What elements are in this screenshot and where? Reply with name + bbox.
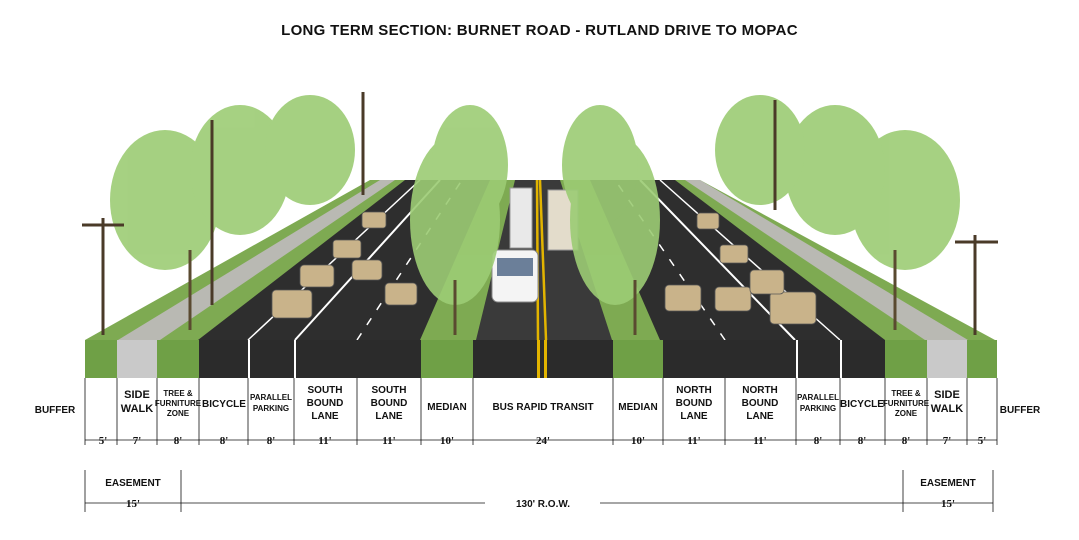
utility-pole-icon (82, 92, 998, 335)
tree-trunks (188, 250, 897, 335)
row-label: 130' R.O.W. (516, 499, 570, 510)
easement-left-width: 15' (126, 498, 140, 510)
segment-label-brt: BUS RAPID TRANSIT (492, 402, 593, 413)
segment-label-southbound-1-2: BOUND (307, 398, 344, 409)
segment-label-bicycle-right: BICYCLE (840, 399, 884, 410)
width-tree-zone-left: 8' (174, 435, 183, 447)
segment-label-sidewalk-right: SIDE (934, 389, 960, 401)
width-southbound-2: 11' (382, 435, 395, 447)
segment-label-tree-zone-left-3: ZONE (167, 409, 190, 418)
easement-left-label: EASEMENT (105, 478, 161, 489)
segment-label-southbound-2-3: LANE (375, 411, 403, 422)
segment-label-median-left: MEDIAN (427, 402, 466, 413)
width-bicycle-left: 8' (220, 435, 229, 447)
width-southbound-1: 11' (318, 435, 331, 447)
segment-label-parking-right-2: PARKING (800, 404, 836, 413)
segment-label-buffer-right: BUFFER (1000, 405, 1041, 416)
segment-label-northbound-2-3: LANE (746, 411, 774, 422)
car-icon (271, 211, 817, 325)
width-median-right: 10' (631, 435, 645, 447)
sidewalk-left-surface (118, 180, 395, 340)
easement-right-label: EASEMENT (920, 478, 976, 489)
width-sidewalk-left: 7' (133, 435, 142, 447)
width-parking-right: 8' (814, 435, 823, 447)
segment-label-northbound-1-2: BOUND (676, 398, 713, 409)
width-northbound-1: 11' (687, 435, 700, 447)
segment-label-bicycle-left: BICYCLE (202, 399, 246, 410)
width-buffer-left: 5' (99, 435, 108, 447)
page-title: LONG TERM SECTION: BURNET ROAD - RUTLAND… (281, 22, 798, 39)
segment-label-northbound-2-2: BOUND (742, 398, 779, 409)
width-median-left: 10' (440, 435, 454, 447)
segment-label-southbound-1-3: LANE (311, 411, 339, 422)
width-northbound-2: 11' (753, 435, 766, 447)
segment-dividers (84, 378, 998, 445)
sidewalk-right-surface (685, 180, 968, 340)
segment-label-northbound-1-3: LANE (680, 411, 708, 422)
segment-label-tree-zone-left-2: FURNITURE (155, 399, 202, 408)
width-buffer-right: 5' (978, 435, 987, 447)
width-tree-zone-right: 8' (902, 435, 911, 447)
bus-icon (491, 187, 539, 303)
tree-icon (110, 95, 960, 305)
segment-label-northbound-1: NORTH (676, 385, 712, 396)
segment-label-sidewalk-left: SIDE (124, 389, 150, 401)
easement-right-width: 15' (941, 498, 955, 510)
segment-label-northbound-2: NORTH (742, 385, 778, 396)
width-bicycle-right: 8' (858, 435, 867, 447)
row-dimension (84, 470, 994, 512)
width-parking-left: 8' (267, 435, 276, 447)
segment-label-parking-right: PARALLEL (797, 393, 839, 402)
section-band (85, 340, 997, 378)
dimension-labels: 5' 7' 8' 8' 8' 11' 11' 10' 24' 10' 11' 1… (99, 435, 987, 447)
segment-label-southbound-2: SOUTH (372, 385, 407, 396)
segment-label-tree-zone-right-2: FURNITURE (883, 399, 930, 408)
segment-label-buffer-left: BUFFER (35, 405, 76, 416)
segment-label-southbound-2-2: BOUND (371, 398, 408, 409)
segment-label-sidewalk-right-2: WALK (931, 403, 963, 415)
segment-label-parking-left-2: PARKING (253, 404, 289, 413)
segment-label-tree-zone-right-3: ZONE (895, 409, 918, 418)
segment-label-parking-left: PARALLEL (250, 393, 292, 402)
width-sidewalk-right: 7' (943, 435, 952, 447)
segment-label-tree-zone-right: TREE & (891, 389, 921, 398)
segment-label-tree-zone-left: TREE & (163, 389, 193, 398)
segment-label-sidewalk-left-2: WALK (121, 403, 153, 415)
segment-label-southbound-1: SOUTH (308, 385, 343, 396)
width-brt: 24' (536, 435, 550, 447)
segment-label-median-right: MEDIAN (618, 402, 657, 413)
